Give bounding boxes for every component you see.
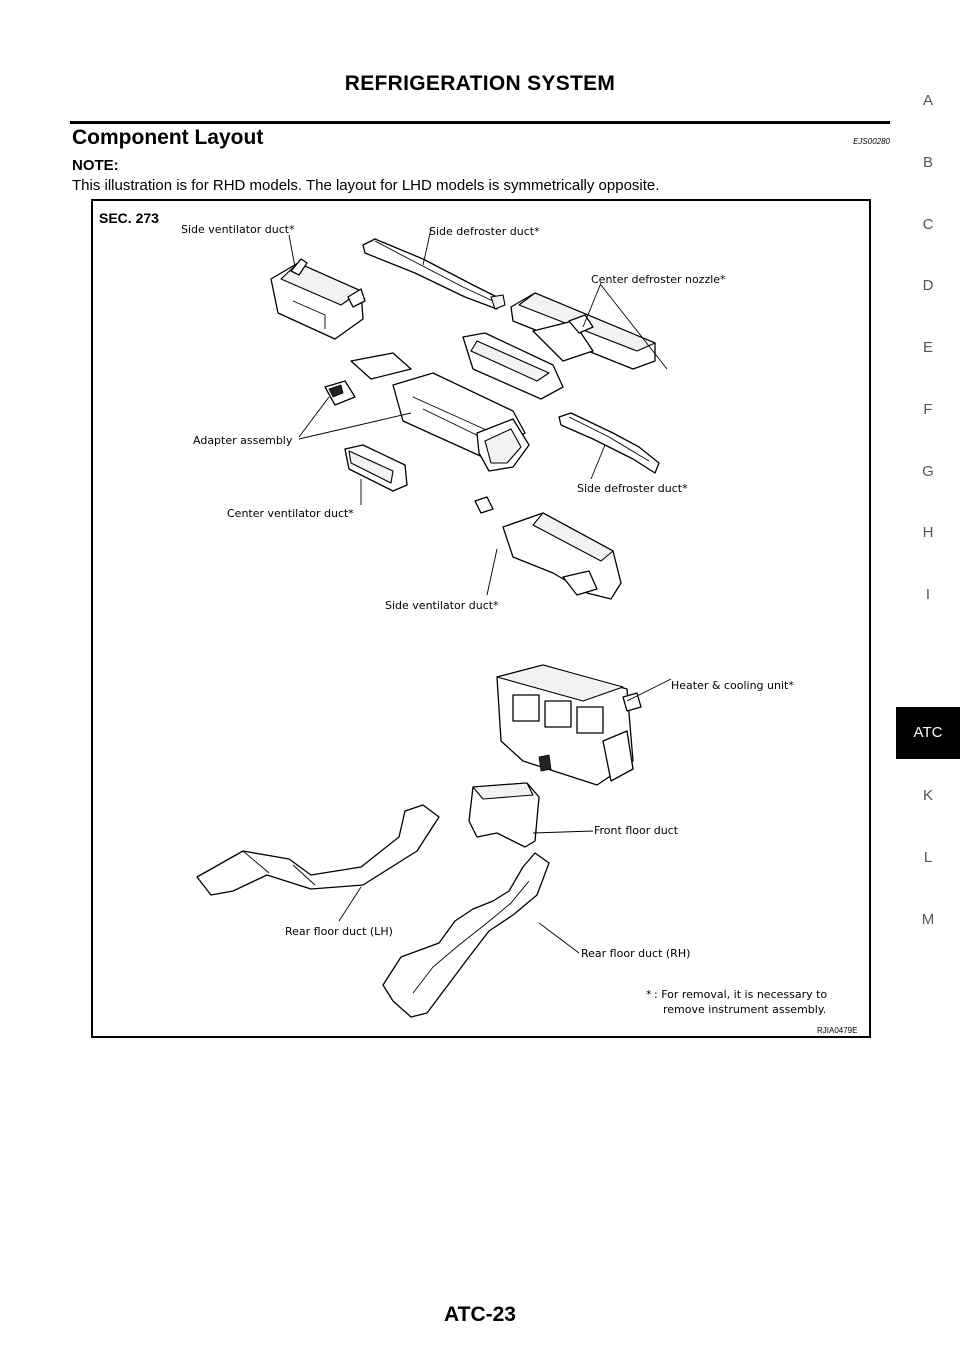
side-index-active-tab[interactable]: ATC: [896, 707, 960, 759]
label-heater-cooling-unit: Heater & cooling unit*: [671, 679, 794, 692]
center-ventilator-duct-drawing: [344, 444, 408, 492]
side-index-letter[interactable]: M: [921, 911, 935, 928]
front-floor-duct-drawing: [468, 782, 540, 848]
footnote-marker: *: [646, 988, 652, 1001]
adapter-assembly-drawing: [324, 332, 564, 472]
label-center-defroster-nozzle: Center defroster nozzle*: [591, 273, 726, 286]
section-code: EJS00280: [853, 137, 890, 146]
note-label: NOTE:: [72, 157, 119, 174]
side-defroster-duct-top-drawing: [362, 238, 506, 310]
side-index-letter[interactable]: C: [922, 216, 934, 233]
side-index-letter[interactable]: E: [922, 339, 933, 356]
label-side-ventilator-duct-bottom: Side ventilator duct*: [385, 599, 499, 612]
label-rear-floor-duct-rh: Rear floor duct (RH): [581, 947, 690, 960]
side-index-letter[interactable]: A: [922, 92, 933, 109]
label-side-defroster-duct-top: Side defroster duct*: [429, 225, 540, 238]
side-index-letter[interactable]: G: [922, 463, 934, 480]
figure-code: RJIA0479E: [817, 1026, 857, 1035]
footnote-line-1: : For removal, it is necessary to: [654, 988, 827, 1001]
center-defroster-nozzle-drawing: [510, 292, 656, 370]
heater-cooling-unit-drawing: [496, 664, 642, 786]
header-rule: [70, 121, 890, 124]
side-index-letter[interactable]: K: [922, 787, 933, 804]
side-index-letter[interactable]: B: [922, 154, 933, 171]
leader-lines: [288, 228, 672, 954]
page-header-title: REFRIGERATION SYSTEM: [344, 72, 616, 95]
side-index-letter[interactable]: I: [925, 586, 931, 603]
side-ventilator-duct-top-drawing: [270, 258, 366, 340]
label-adapter-assembly: Adapter assembly: [193, 434, 293, 447]
component-illustration: SEC. 273: [99, 210, 857, 1035]
side-index-tabs: A B C D E F G H I ATC K L M: [896, 0, 960, 1358]
label-side-defroster-duct-right: Side defroster duct*: [577, 482, 688, 495]
side-index-letter[interactable]: L: [923, 849, 933, 866]
side-index-letter[interactable]: D: [922, 277, 934, 294]
side-ventilator-duct-bottom-drawing: [474, 496, 622, 600]
label-front-floor-duct: Front floor duct: [594, 824, 679, 837]
label-rear-floor-duct-lh: Rear floor duct (LH): [285, 925, 393, 938]
label-center-ventilator-duct: Center ventilator duct*: [227, 507, 354, 520]
rear-floor-duct-lh-drawing: [196, 804, 440, 896]
label-side-ventilator-duct-top: Side ventilator duct*: [181, 223, 295, 236]
footnote-line-2: remove instrument assembly.: [663, 1003, 826, 1016]
section-title: Component Layout: [72, 126, 264, 149]
page-number: ATC-23: [444, 1303, 516, 1326]
note-text: This illustration is for RHD models. The…: [72, 177, 660, 194]
rear-floor-duct-rh-drawing: [382, 852, 550, 1018]
side-index-letter[interactable]: F: [923, 401, 933, 418]
side-index-letter[interactable]: H: [922, 524, 934, 541]
figure-section-label: SEC. 273: [99, 210, 159, 226]
component-layout-figure: SEC. 273: [91, 199, 871, 1038]
side-defroster-duct-right-drawing: [558, 412, 660, 474]
